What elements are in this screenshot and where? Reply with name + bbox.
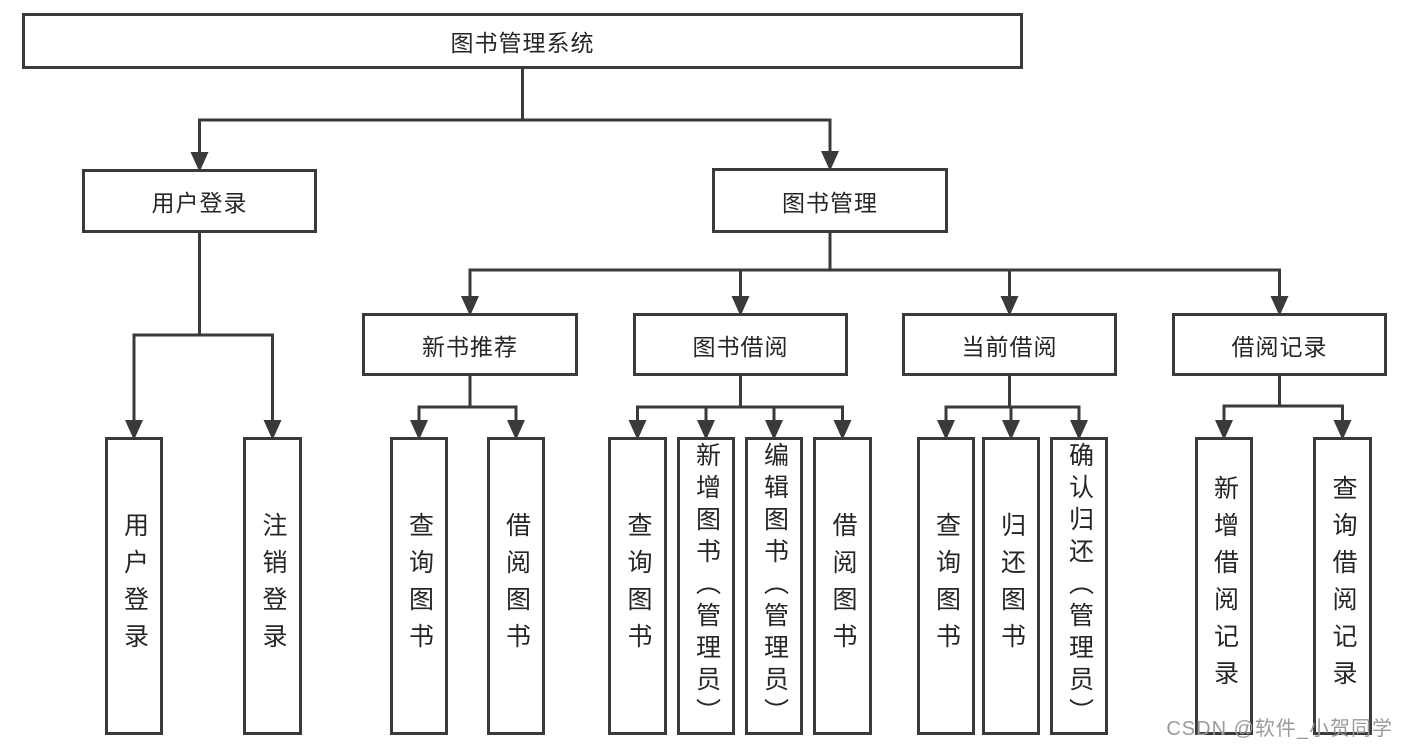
node-leaf-bw-add: 新增图书（管理员） [677,437,735,735]
node-leaf-bw-edit: 编辑图书（管理员） [745,437,803,735]
node-label-leaf-rec-add: 新增借阅记录 [1210,475,1239,697]
node-leaf-bw-borrow: 借阅图书 [813,437,872,735]
node-label-leaf-cur-confirm: 确认归还（管理员） [1065,442,1094,730]
node-label-root: 图书管理系统 [450,30,595,56]
node-label-user-login: 用户登录 [151,190,248,216]
node-new-books: 新书推荐 [362,313,578,376]
node-book-mgmt: 图书管理 [712,168,948,233]
node-leaf-bw-query: 查询图书 [608,437,667,735]
node-book-borrow: 图书借阅 [633,313,848,376]
node-root: 图书管理系统 [22,13,1023,69]
node-label-leaf-nb-query: 查询图书 [405,512,434,660]
node-label-leaf-rec-query: 查询借阅记录 [1329,475,1357,697]
node-label-leaf-bw-query: 查询图书 [624,512,652,660]
node-label-leaf-cur-return: 归还图书 [997,512,1026,660]
node-leaf-cur-confirm: 确认归还（管理员） [1050,437,1108,735]
node-label-new-books: 新书推荐 [422,333,518,360]
node-leaf-user-login: 用户登录 [105,437,163,735]
node-label-leaf-logout: 注销登录 [259,512,287,660]
node-label-leaf-nb-borrow: 借阅图书 [502,512,531,660]
node-borrow-records: 借阅记录 [1172,313,1387,376]
watermark-text: CSDN @软件_小贺同学 [1166,718,1393,740]
node-leaf-cur-query: 查询图书 [917,437,975,735]
node-label-leaf-user-login: 用户登录 [120,512,149,660]
node-user-login: 用户登录 [82,169,317,233]
node-label-book-mgmt: 图书管理 [782,189,878,216]
node-leaf-rec-add: 新增借阅记录 [1195,437,1253,735]
node-label-borrow-records: 借阅记录 [1231,333,1328,360]
node-leaf-nb-query: 查询图书 [390,437,448,735]
node-label-book-borrow: 图书借阅 [692,333,789,360]
node-label-current-borrow: 当前借阅 [961,333,1058,360]
node-label-leaf-bw-borrow: 借阅图书 [829,512,857,660]
node-label-leaf-cur-query: 查询图书 [932,512,961,660]
node-leaf-cur-return: 归还图书 [982,437,1040,735]
node-label-leaf-bw-edit: 编辑图书（管理员） [760,442,789,730]
node-leaf-rec-query: 查询借阅记录 [1313,437,1372,735]
node-leaf-nb-borrow: 借阅图书 [487,437,545,735]
node-leaf-logout: 注销登录 [243,437,302,735]
node-current-borrow: 当前借阅 [902,313,1117,376]
node-label-leaf-bw-add: 新增图书（管理员） [692,442,721,730]
